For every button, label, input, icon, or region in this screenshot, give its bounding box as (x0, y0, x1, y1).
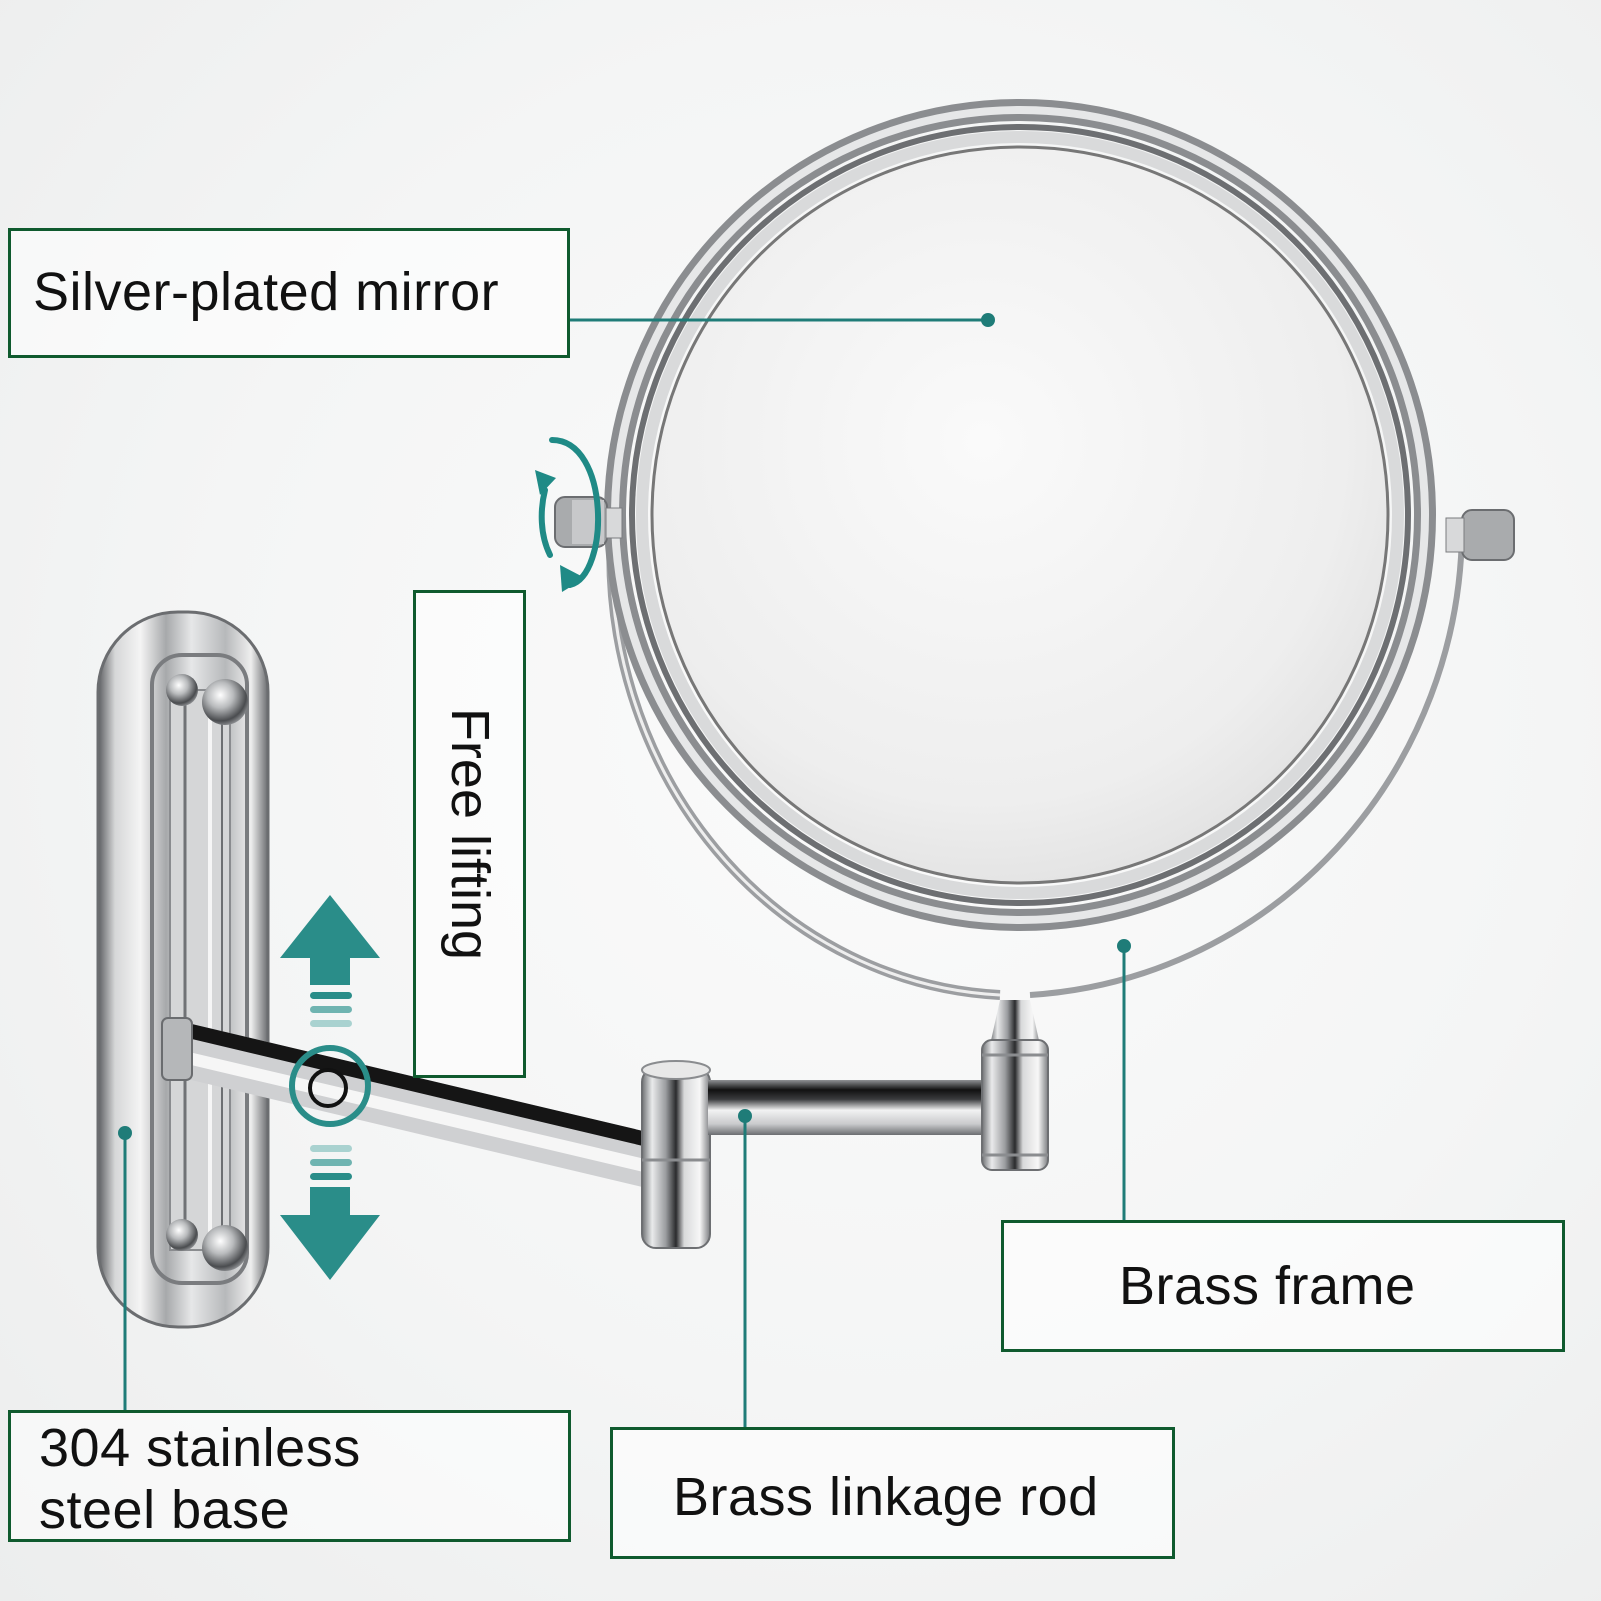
label-text-line1: 304 stainless (39, 1418, 361, 1478)
elbow-joint (641, 1060, 711, 1249)
arrow-up-icon (280, 895, 380, 1027)
label-stainless-steel-base: 304 stainless steel base (8, 1410, 571, 1542)
label-free-lifting: Free lifting (413, 590, 526, 1078)
mirror-post (981, 1000, 1049, 1171)
pivot-circle-icon (289, 1045, 371, 1127)
upper-arm (708, 1080, 998, 1135)
right-knob (1445, 509, 1515, 561)
label-text: Free lifting (439, 707, 500, 961)
label-text: Silver-plated mirror (33, 262, 500, 322)
gimbal-bracket (606, 529, 1465, 1000)
label-brass-frame: Brass frame (1001, 1220, 1565, 1352)
leader-lines (118, 313, 1131, 1428)
label-silver-plated-mirror: Silver-plated mirror (8, 228, 570, 358)
mirror (604, 99, 1436, 931)
rotate-arrows-icon (535, 437, 602, 592)
label-text: Brass linkage rod (673, 1467, 1099, 1527)
wall-base (96, 610, 270, 1329)
label-text-line2: steel base (39, 1480, 291, 1540)
label-brass-linkage-rod: Brass linkage rod (610, 1427, 1175, 1559)
arrow-down-icon (280, 1145, 380, 1280)
label-text: Brass frame (1119, 1256, 1416, 1316)
